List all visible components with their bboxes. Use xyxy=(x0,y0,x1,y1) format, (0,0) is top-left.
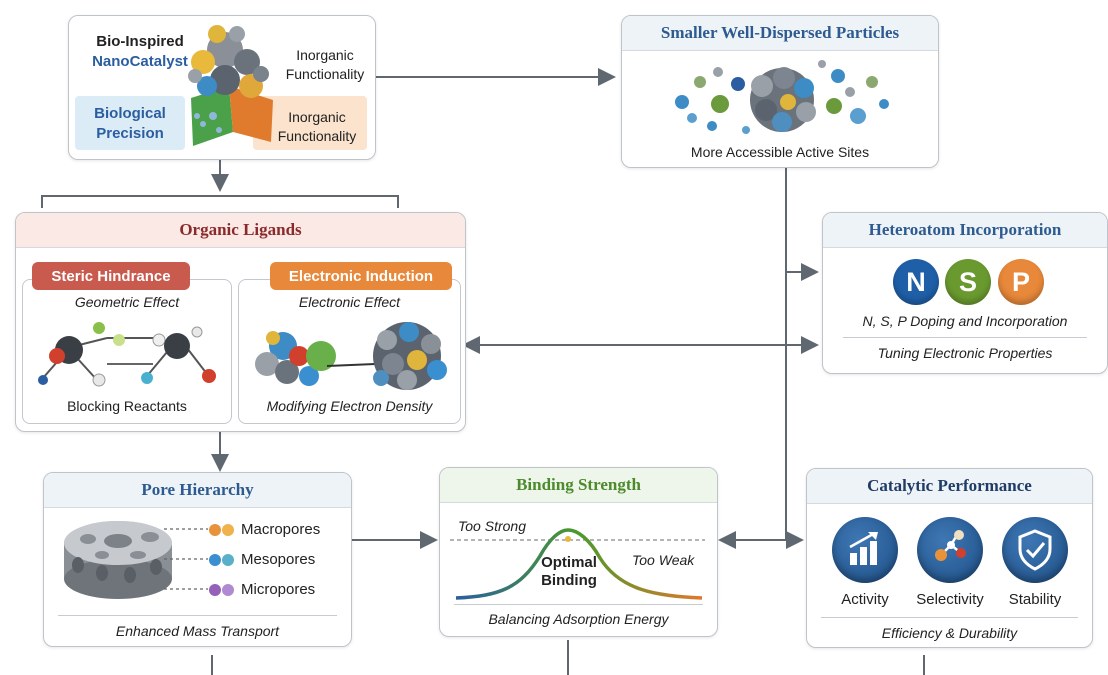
pores-title: Pore Hierarchy xyxy=(141,480,254,499)
performance-card: Catalytic Performance Activity Selectivi… xyxy=(806,468,1093,648)
performance-header: Catalytic Performance xyxy=(807,469,1092,504)
heteroatom-header: Heteroatom Incorporation xyxy=(823,213,1107,248)
steric-hindrance-pill: Steric Hindrance xyxy=(32,262,190,290)
inorganic-label: Inorganic Functionality xyxy=(277,109,357,144)
ligand-molecule-icon xyxy=(38,322,216,387)
molecule-icon xyxy=(935,530,966,561)
geometric-title: Geometric Effect xyxy=(74,294,180,310)
electronic-title: Electronic Effect xyxy=(298,294,401,310)
electronic-induction-pill: Electronic Induction xyxy=(270,262,452,290)
stability-badge xyxy=(1002,517,1068,583)
binding-curve xyxy=(455,528,703,600)
cluster-icon xyxy=(255,322,447,390)
binding-header: Binding Strength xyxy=(440,468,717,503)
meso-label: Mesopores xyxy=(241,551,316,568)
pores-header: Pore Hierarchy xyxy=(44,473,351,508)
binding-curve-plot xyxy=(450,528,705,600)
nanocatalyst-illustration xyxy=(188,25,273,146)
divider xyxy=(821,617,1078,618)
bio-precision-label: Biological Precision xyxy=(94,105,166,142)
metric-stability: Stability xyxy=(1008,591,1062,608)
optimal-label: Optimal Binding xyxy=(541,554,597,589)
nanocatalyst-title: Bio-Inspired NanoCatalyst xyxy=(92,33,188,70)
electronic-caption: Modifying Electron Density xyxy=(266,398,433,414)
geometric-caption: Blocking Reactants xyxy=(67,398,187,414)
bar-chart-icon xyxy=(849,531,878,565)
nanocatalyst-card: Bio-Inspired NanoCatalyst Inorganic Func… xyxy=(68,15,376,160)
pores-card: Pore Hierarchy Macropores Mesopores xyxy=(43,472,352,647)
porous-material-icon xyxy=(64,521,172,599)
ligands-card: Organic Ligands Geometric Effect xyxy=(15,212,466,432)
top-right-label: Inorganic Functionality xyxy=(285,47,365,82)
pore-item-macro: Macropores xyxy=(209,521,320,538)
pores-caption: Enhanced Mass Transport xyxy=(115,623,280,639)
particles-header: Smaller Well-Dispersed Particles xyxy=(622,16,938,51)
atom-s: S xyxy=(945,259,991,305)
nanoparticles-illustration xyxy=(675,60,889,134)
meso-dots xyxy=(209,553,221,566)
ligands-header: Organic Ligands xyxy=(16,213,465,248)
heteroatom-card: Heteroatom Incorporation N S P N, S, P D… xyxy=(822,212,1108,374)
shield-check-icon xyxy=(1018,529,1052,571)
atom-p: P xyxy=(998,259,1044,305)
metric-activity: Activity xyxy=(841,591,889,608)
activity-badge xyxy=(832,517,898,583)
heteroatom-title: Heteroatom Incorporation xyxy=(868,220,1062,239)
atom-n: N xyxy=(893,259,939,305)
pore-leader-lines xyxy=(164,528,208,590)
macro-label: Macropores xyxy=(241,521,321,538)
performance-title: Catalytic Performance xyxy=(867,476,1032,495)
micro-dots xyxy=(209,583,221,596)
bio-precision-panel xyxy=(75,96,185,150)
particles-caption: More Accessible Active Sites xyxy=(690,144,870,160)
particles-card: Smaller Well-Dispersed Particles More Ac… xyxy=(621,15,939,168)
electronic-card: Electronic Effect Modifying Electron Den… xyxy=(238,279,461,424)
geometric-card: Geometric Effect Blocking xyxy=(22,279,232,424)
binding-caption: Balancing Adsorption Energy xyxy=(488,611,669,627)
particles-title: Smaller Well-Dispersed Particles xyxy=(660,23,900,42)
binding-card: Binding Strength Too Strong Optimal Bind… xyxy=(439,467,718,637)
divider xyxy=(58,615,337,616)
too-strong-label: Too Strong xyxy=(458,518,526,534)
divider xyxy=(843,337,1087,338)
bracket-line xyxy=(41,195,399,208)
pore-item-meso: Mesopores xyxy=(209,551,315,568)
metric-selectivity: Selectivity xyxy=(916,591,984,608)
heteroatom-doping-text: N, S, P Doping and Incorporation xyxy=(862,313,1068,329)
macro-dots xyxy=(209,523,221,536)
heteroatom-tuning-text: Tuning Electronic Properties xyxy=(877,345,1053,361)
performance-caption: Efficiency & Durability xyxy=(881,625,1018,641)
selectivity-badge xyxy=(917,517,983,583)
pore-item-micro: Micropores xyxy=(209,581,315,598)
micro-label: Micropores xyxy=(241,581,316,598)
optimal-point xyxy=(565,536,571,542)
divider xyxy=(454,604,703,605)
binding-title: Binding Strength xyxy=(516,475,641,494)
too-weak-label: Too Weak xyxy=(632,552,695,568)
ligands-title: Organic Ligands xyxy=(179,220,302,239)
